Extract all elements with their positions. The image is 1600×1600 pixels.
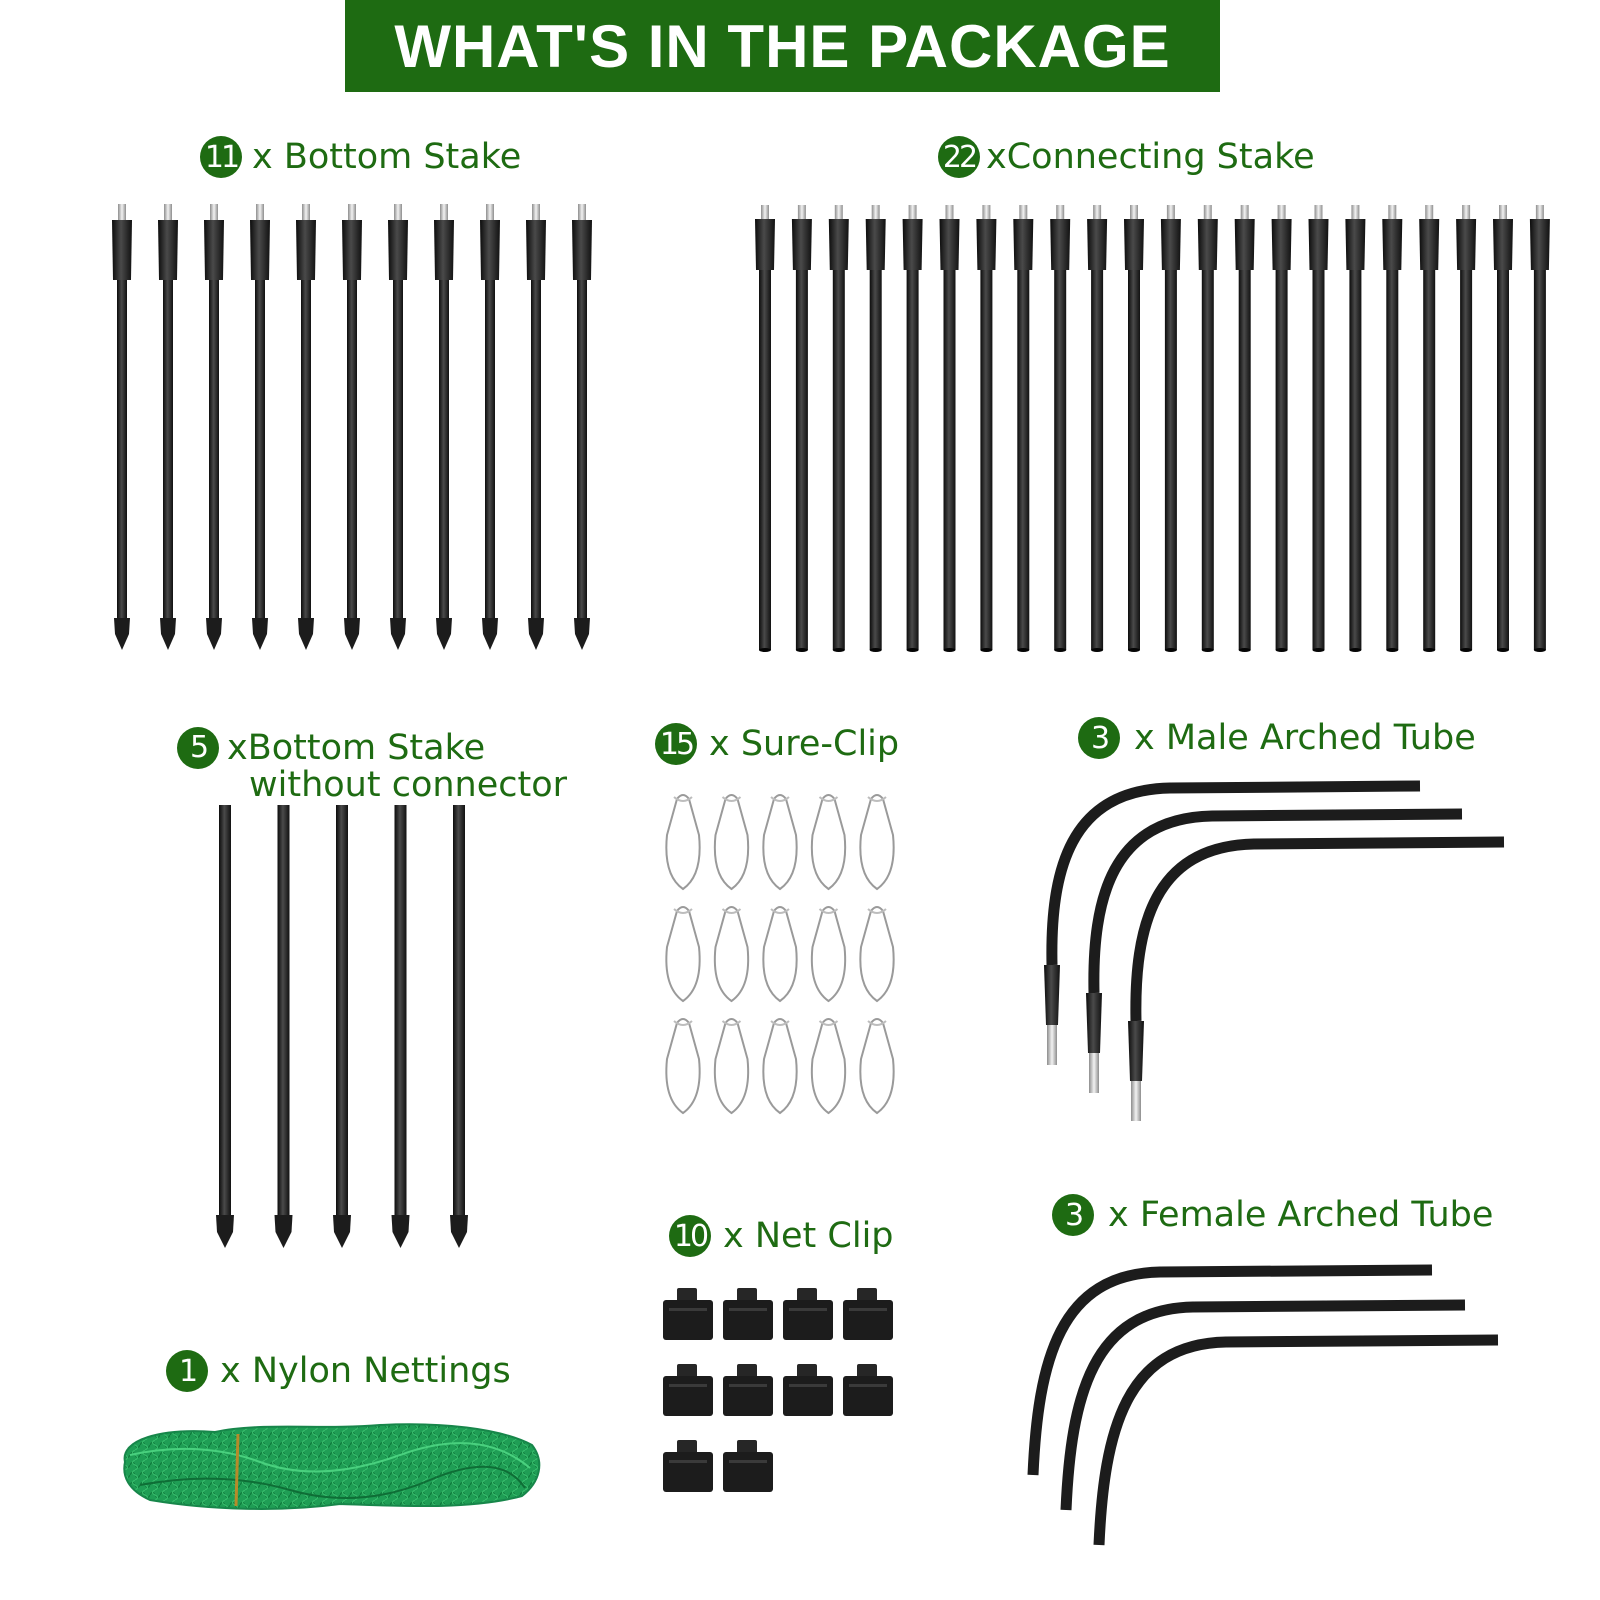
female-arched-tube-label: 3 x Female Arched Tube: [1052, 1194, 1493, 1236]
net-clip-icon: [723, 1364, 773, 1416]
net-clip-icon: [663, 1288, 713, 1340]
connecting-stake-icon: [865, 205, 886, 652]
male-arched-tube-icon: [1086, 808, 1463, 1093]
net-clip-label: 10 x Net Clip: [669, 1215, 894, 1257]
sure-clip-icon: [713, 1018, 750, 1115]
plain-stake-icon: [333, 805, 351, 1248]
bottom-stake-label: 11 x Bottom Stake: [200, 136, 521, 178]
connecting-stake-icon: [1456, 205, 1477, 652]
item-name: xConnecting Stake: [986, 137, 1315, 177]
nylon-netting-label: 1 x Nylon Nettings: [166, 1350, 511, 1392]
bottom-stake-icon: [342, 204, 362, 650]
sure-clip-icon: [859, 1018, 895, 1115]
bottom-stake-icon: [296, 204, 316, 650]
bottom-stake-no-connector-label: 5 xBottom Stake without connector: [177, 727, 568, 805]
connecting-stake-icon: [939, 205, 960, 652]
sure-clip-icon: [810, 906, 847, 1003]
bottom-stake-icon: [158, 204, 178, 650]
connecting-stake-icon: [1160, 205, 1181, 652]
connecting-stake-icon: [1419, 205, 1440, 652]
item-name: x Female Arched Tube: [1108, 1195, 1494, 1235]
item-name: xBottom Stake: [227, 728, 486, 768]
item-name: x Male Arched Tube: [1134, 718, 1476, 758]
sure-clip-icon: [762, 906, 798, 1003]
bottom-stake-icon: [526, 204, 546, 650]
count-badge: 3: [1078, 717, 1120, 759]
package-banner: WHAT'S IN THE PACKAGE: [345, 0, 1220, 92]
connecting-stake-icon: [1493, 205, 1513, 652]
female-arched-tube-icon: [1060, 1299, 1466, 1511]
net-clip-icon: [663, 1440, 713, 1492]
male-arched-tube-icon: [1128, 836, 1505, 1121]
count-badge: 10: [669, 1215, 711, 1257]
count-badge: 22: [938, 136, 980, 178]
sure-clip-icon: [665, 794, 701, 891]
female-arched-tube-icon: [1027, 1264, 1433, 1476]
bottom-stake-icon: [204, 204, 224, 650]
connecting-stake-icon: [1271, 205, 1292, 652]
net-clip-icon: [783, 1364, 833, 1416]
sure-clip-icon: [810, 794, 847, 891]
count-badge: 5: [177, 727, 219, 769]
connecting-stake-icon: [755, 205, 775, 652]
sure-clip-icon: [665, 1018, 701, 1115]
net-clip-icon: [723, 1288, 773, 1340]
item-name-line2: without connector: [249, 765, 568, 805]
male-arched-tube-label: 3 x Male Arched Tube: [1078, 717, 1476, 759]
bottom-stake-icon: [388, 204, 408, 650]
connecting-stake-icon: [1345, 205, 1366, 652]
connecting-stake-icon: [1382, 205, 1403, 652]
sure-clip-icon: [665, 906, 701, 1003]
connecting-stake-label: 22 xConnecting Stake: [938, 136, 1315, 178]
sure-clip-icon: [762, 1018, 798, 1115]
net-clip-icon: [783, 1288, 833, 1340]
plain-stake-icon: [274, 805, 293, 1248]
connecting-stake-icon: [1308, 205, 1329, 652]
net-clip-icon: [843, 1364, 893, 1416]
item-name: x Nylon Nettings: [220, 1351, 511, 1391]
net-clip-icon: [843, 1288, 893, 1340]
sure-clip-icon: [859, 906, 895, 1003]
plain-stake-icon: [216, 805, 234, 1248]
banner-title: WHAT'S IN THE PACKAGE: [394, 12, 1171, 80]
sure-clip-icon: [762, 794, 798, 891]
connecting-stake-icon: [1234, 205, 1255, 652]
sure-clip-icon: [713, 906, 750, 1003]
count-badge: 15: [655, 723, 697, 765]
connecting-stake-icon: [1050, 205, 1071, 652]
connecting-stake-icon: [1013, 205, 1034, 652]
connecting-stake-icon: [1197, 205, 1218, 652]
item-name: x Sure-Clip: [709, 724, 900, 764]
bottom-stake-icon: [480, 204, 500, 650]
female-arched-tube-icon: [1093, 1334, 1499, 1546]
bottom-stake-icon: [112, 204, 132, 650]
count-badge: 1: [166, 1350, 208, 1392]
count-badge: 11: [200, 136, 242, 178]
bottom-stake-icon: [572, 204, 592, 650]
bottom-stake-icon: [434, 204, 454, 650]
count-badge: 3: [1052, 1194, 1094, 1236]
plain-stake-icon: [450, 805, 468, 1248]
connecting-stake-icon: [902, 205, 923, 652]
connecting-stake-icon: [1529, 205, 1550, 652]
connecting-stake-icon: [976, 205, 997, 652]
item-name: x Net Clip: [723, 1216, 894, 1256]
sure-clip-icon: [713, 794, 750, 891]
plain-stake-icon: [391, 805, 410, 1248]
connecting-stake-icon: [828, 205, 849, 652]
bottom-stake-icon: [250, 204, 270, 650]
sure-clip-icon: [859, 794, 895, 891]
sure-clip-label: 15 x Sure-Clip: [655, 723, 899, 765]
connecting-stake-icon: [791, 205, 812, 652]
male-arched-tube-icon: [1044, 780, 1421, 1065]
sure-clip-icon: [810, 1018, 847, 1115]
connecting-stake-icon: [1124, 205, 1144, 652]
nylon-netting-icon: [123, 1423, 541, 1510]
item-name: x Bottom Stake: [252, 137, 522, 177]
connecting-stake-icon: [1087, 205, 1108, 652]
net-clip-icon: [723, 1440, 773, 1492]
net-clip-icon: [663, 1364, 713, 1416]
